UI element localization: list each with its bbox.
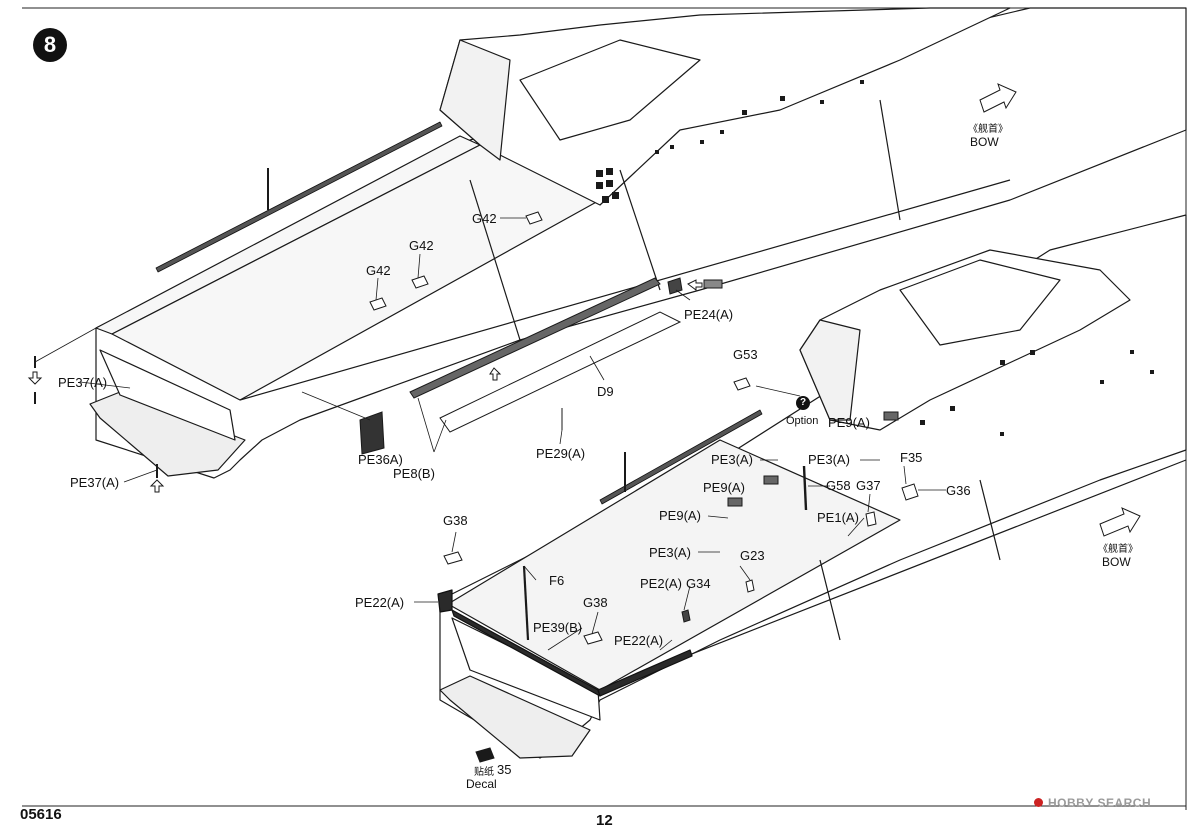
decal-35-icon [475, 747, 495, 763]
callout-g58: G58 [826, 478, 851, 493]
top-superstructure-face [439, 39, 511, 161]
top-hull-windows [596, 80, 864, 203]
callout-pe36a: PE36A) [358, 452, 403, 467]
page-number: 12 [596, 812, 613, 829]
decal-number: 35 [497, 762, 512, 777]
callout-pe22a-2: PE22(A) [614, 633, 664, 648]
watermark: HOBBY SEARCH [1048, 796, 1152, 810]
callout-g36: G36 [946, 483, 971, 498]
bow-label-bottom: BOW [1102, 555, 1131, 569]
decal-chinese: 贴纸 [474, 767, 494, 778]
bow-arrow-top [979, 83, 1017, 113]
pe22a-edge-right [597, 649, 693, 697]
g42-part-3 [369, 297, 387, 311]
callout-g34: G34 [686, 576, 711, 591]
g53-part [733, 377, 751, 391]
pe9a-part-3 [727, 497, 743, 507]
g36-part [901, 483, 919, 501]
option-badge: ? [796, 396, 810, 410]
g38-part-1 [443, 551, 463, 565]
top-stern-opening [99, 349, 236, 441]
callout-f6: F6 [549, 573, 565, 588]
d9-rail [439, 311, 682, 433]
pe8-rail-long [409, 277, 661, 399]
g58-mast [802, 465, 808, 511]
bow-chinese-bottom: 《舰首》 [1098, 544, 1138, 555]
kit-code: 05616 [20, 806, 62, 823]
pe24a-part [667, 277, 683, 295]
callout-pe8b: PE8(B) [393, 466, 435, 481]
callout-g53: G53 [733, 347, 758, 362]
callout-pe37a-2: PE37(A) [70, 475, 120, 490]
top-leader-lines [34, 217, 691, 483]
pe22a-edge-left [437, 589, 453, 613]
callout-pe1a: PE1(A) [817, 510, 859, 525]
callout-pe3a-1: PE3(A) [711, 452, 753, 467]
decal-label: Decal [466, 777, 497, 791]
pe24a-flat [703, 279, 723, 289]
hobby-search-logo-icon [1034, 798, 1043, 807]
step-number-badge: 8 [33, 28, 67, 62]
bow-label-top: BOW [970, 135, 999, 149]
arrows [27, 83, 1141, 537]
callout-pe37a-1: PE37(A) [58, 375, 108, 390]
callout-g42-2: G42 [409, 238, 434, 253]
g38-part-2 [583, 631, 603, 645]
bottom-hull [437, 214, 1187, 759]
f6-mast [522, 565, 530, 641]
callout-pe9a-1: PE9(A) [828, 415, 870, 430]
callout-g37: G37 [856, 478, 881, 493]
callout-f35: F35 [900, 450, 923, 465]
bottom-bridge-block [899, 259, 1061, 346]
callout-pe9a-3: PE9(A) [659, 508, 701, 523]
callout-pe29a: PE29(A) [536, 446, 586, 461]
callout-pe3a-2: PE3(A) [808, 452, 850, 467]
top-hull [89, 7, 1187, 479]
g42-part-2 [411, 275, 429, 289]
callout-pe22a-1: PE22(A) [355, 595, 405, 610]
arrow-pe37-bottom [149, 479, 165, 493]
callout-d9: D9 [597, 384, 614, 399]
bottom-flight-deck-surface [447, 439, 901, 691]
top-bridge-block [519, 39, 701, 141]
callout-g42-3: G42 [366, 263, 391, 278]
callout-g38-2: G38 [583, 595, 608, 610]
arrow-d9 [489, 367, 502, 381]
pe36a-parts [359, 411, 385, 455]
pe9a-part-2 [763, 475, 779, 485]
bow-chinese-top: 《舰首》 [968, 124, 1008, 135]
bottom-stern-ramp [439, 675, 591, 759]
g34-part [681, 609, 691, 623]
g42-part-1 [525, 211, 543, 225]
g23-part [745, 579, 755, 593]
top-deck-rail [155, 121, 443, 273]
bottom-hull-windows [920, 350, 1154, 436]
bottom-leader-lines [414, 385, 946, 651]
option-label: Option [786, 415, 819, 427]
bottom-loose-parts [443, 377, 919, 763]
callout-pe39b: PE39(B) [533, 620, 583, 635]
callout-g42-1: G42 [472, 211, 497, 226]
callout-pe24a: PE24(A) [684, 307, 734, 322]
bottom-superstructure-face [799, 319, 861, 421]
callout-pe2a: PE2(A) [640, 576, 682, 591]
callout-g38-1: G38 [443, 513, 468, 528]
pe9a-part-1 [883, 411, 899, 421]
g37-part [865, 511, 877, 527]
top-loose-parts [34, 211, 723, 478]
callout-g23: G23 [740, 548, 765, 563]
arrow-pe24 [687, 279, 703, 291]
bow-arrow-bottom [1099, 507, 1141, 537]
callout-pe3a-3: PE3(A) [649, 545, 691, 560]
bottom-deck-rail [599, 409, 763, 505]
arrow-pe37-top [27, 371, 43, 385]
callout-pe9a-2: PE9(A) [703, 480, 745, 495]
